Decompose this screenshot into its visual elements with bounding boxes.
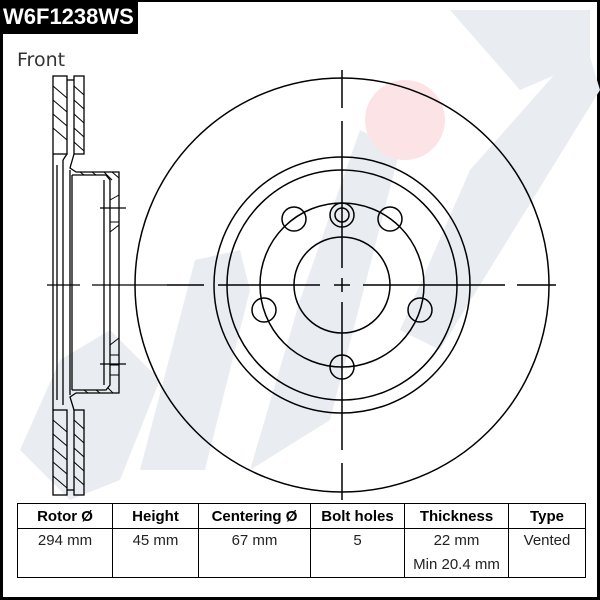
- value-bolt-holes: 5: [310, 528, 405, 578]
- header-thickness: Thickness: [404, 503, 509, 529]
- value-height: 45 mm: [112, 528, 199, 578]
- specs-header-row: Rotor Ø Height Centering Ø Bolt holes Th…: [17, 503, 586, 529]
- section-view: [47, 75, 167, 496]
- header-bolt-holes: Bolt holes: [310, 503, 405, 529]
- bolt-hole: [407, 297, 433, 323]
- part-number-title: W6F1238WS: [0, 0, 138, 34]
- header-rotor-diameter: Rotor Ø: [17, 503, 113, 529]
- bolt-hole: [251, 297, 277, 323]
- bolt-hole: [377, 206, 403, 232]
- specs-table: Rotor Ø Height Centering Ø Bolt holes Th…: [17, 503, 586, 578]
- front-view-disc: [134, 70, 556, 500]
- value-centering-diameter: 67 mm: [198, 528, 311, 578]
- header-centering-diameter: Centering Ø: [198, 503, 311, 529]
- thickness-nominal: 22 mm: [433, 532, 480, 549]
- header-type: Type: [508, 503, 586, 529]
- thickness-minimum: Min 20.4 mm: [413, 556, 500, 573]
- header-height: Height: [112, 503, 199, 529]
- bolt-hole: [281, 206, 307, 232]
- specs-value-row: 294 mm 45 mm 67 mm 5 22 mm Min 20.4 mm V…: [17, 528, 586, 578]
- value-thickness: 22 mm Min 20.4 mm: [404, 528, 509, 578]
- watermark-dot: [365, 80, 445, 160]
- value-type: Vented: [508, 528, 586, 578]
- view-label: Front: [17, 49, 66, 71]
- value-rotor-diameter: 294 mm: [17, 528, 113, 578]
- watermark-logo: [20, 10, 600, 500]
